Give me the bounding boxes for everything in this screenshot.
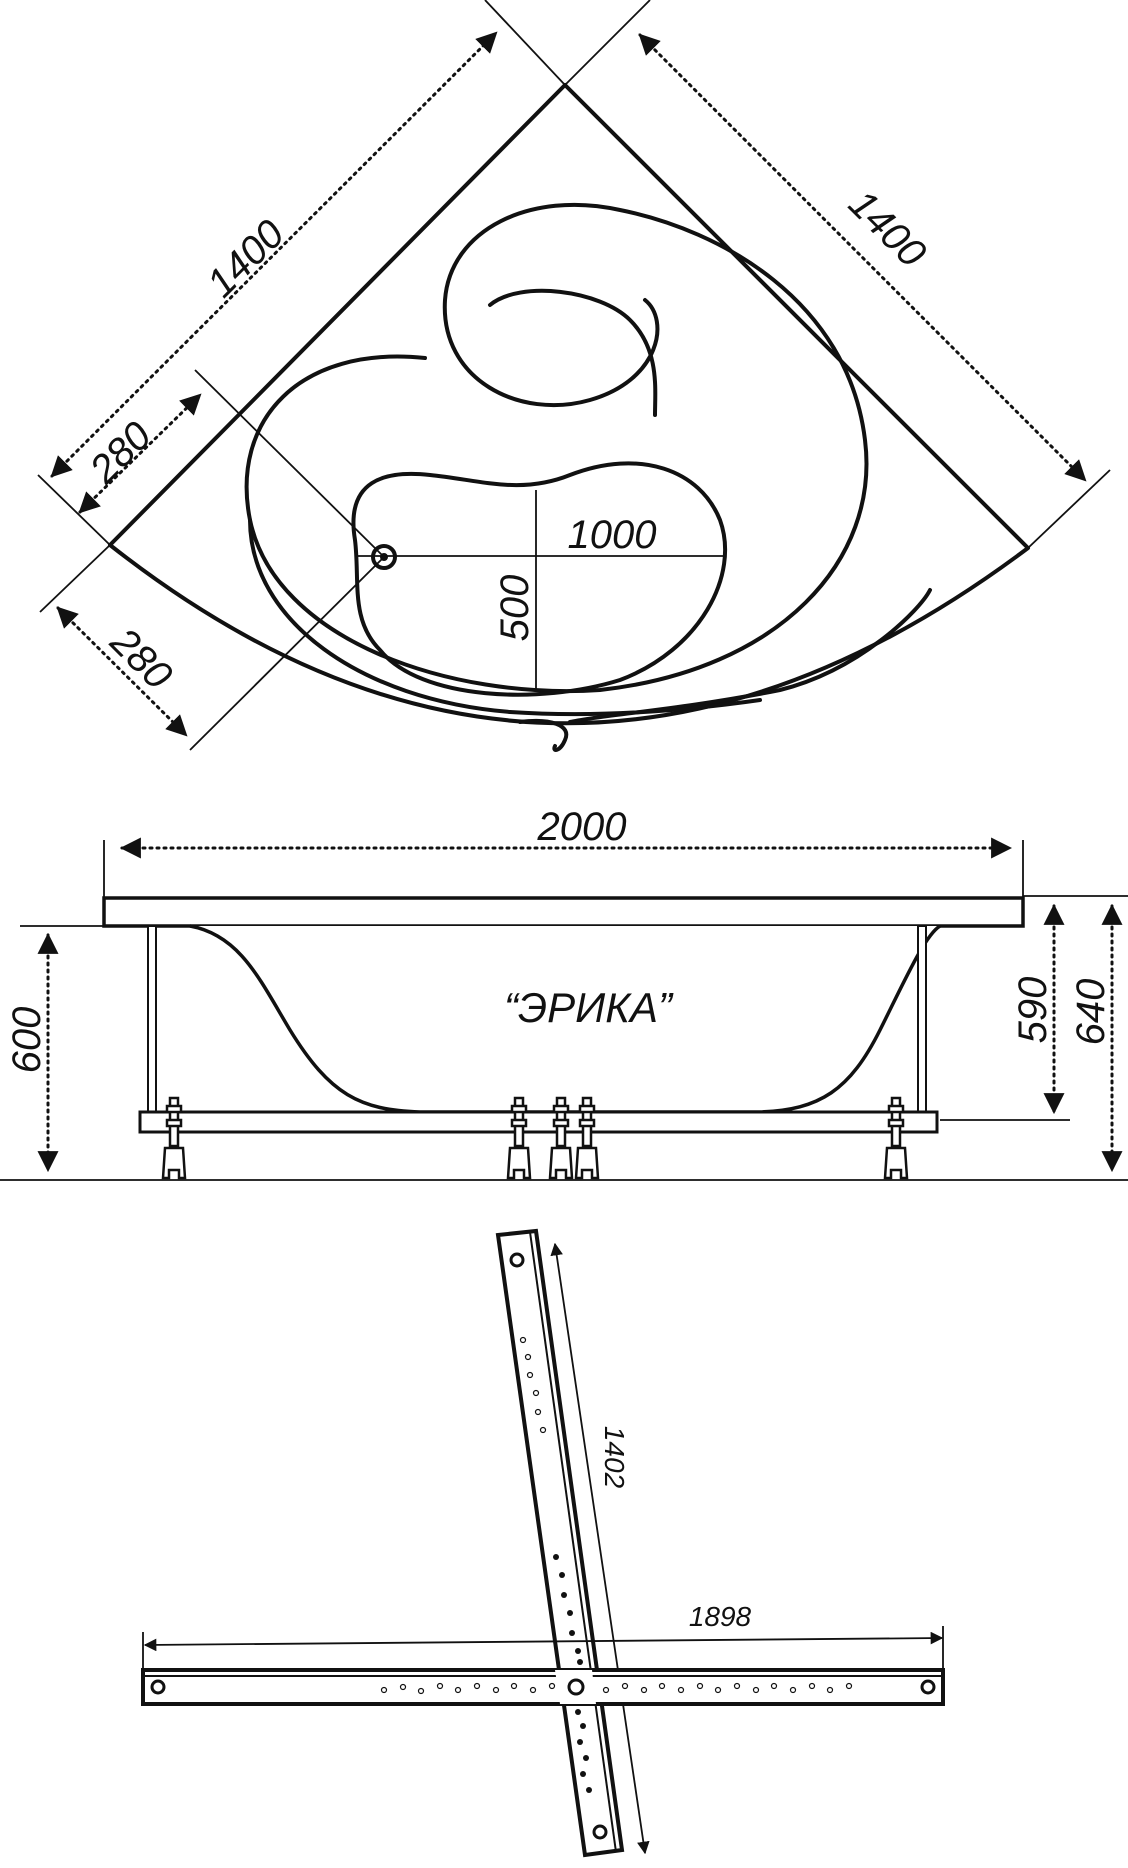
label-seat-length: 1000 [568, 513, 657, 557]
tub-rim [102, 896, 1025, 928]
bolt-icon [920, 1679, 936, 1695]
leg [548, 1096, 574, 1180]
front-view: 2000 “ЭРИКА” 600 590 640 [0, 805, 1128, 1181]
basin-wide-sweep [248, 518, 762, 717]
model-name: “ЭРИКА” [504, 984, 674, 1031]
dim-beam-short [550, 1242, 650, 1855]
drain-leader-lower [189, 556, 385, 751]
label-seat-width: 500 [493, 575, 537, 642]
tub-outline-top [108, 83, 1030, 726]
bolt-icon [150, 1679, 166, 1695]
label-side-right: 1400 [840, 182, 934, 276]
dim-drain-lower [56, 606, 188, 737]
leg [883, 1096, 909, 1180]
basin-spiral-inner [488, 288, 658, 417]
label-height-left: 600 [5, 1007, 49, 1074]
basin-lower-curve [568, 588, 932, 724]
corner-axis-right [1027, 469, 1111, 549]
corner-axis-upper-left [484, 0, 566, 86]
bolt-icon [592, 1824, 608, 1840]
label-drain-lower: 280 [101, 619, 180, 698]
beam-long-holes [380, 1682, 853, 1695]
corner-axis-left [37, 474, 111, 546]
leg [161, 1096, 187, 1180]
label-height-inner: 590 [1011, 977, 1055, 1044]
seat-bowl [351, 461, 728, 697]
support-post-left [147, 925, 157, 1115]
label-side-left: 1400 [199, 212, 293, 306]
corner-axis-upper-right [564, 0, 651, 86]
label-overall-width: 2000 [537, 805, 627, 849]
label-beam-short: 1402 [599, 1426, 630, 1489]
corner-axis-left-lower [39, 544, 111, 613]
frame-view: 1402 1898 [141, 1228, 945, 1858]
adjustable-legs [161, 1096, 909, 1180]
leg [506, 1096, 532, 1180]
leg [574, 1096, 600, 1180]
beam-short-holes [519, 1336, 547, 1434]
dim-drain-upper [78, 393, 202, 514]
drain-leader-upper [194, 369, 385, 558]
dim-beam-long [143, 1631, 944, 1652]
label-drain-upper: 280 [81, 414, 160, 493]
dim-side-right [638, 33, 1087, 482]
label-height-total: 640 [1069, 979, 1113, 1046]
base-frame [138, 1110, 939, 1134]
basin-hook [518, 718, 569, 752]
bolt-icon [509, 1252, 525, 1268]
label-beam-long: 1898 [689, 1601, 752, 1632]
support-post-right [917, 925, 927, 1115]
bolt-icon-center [567, 1678, 585, 1696]
top-view: 1400 1400 280 280 1000 500 [37, 0, 1111, 752]
basin-spiral-outer [244, 202, 869, 693]
beam-short-dots [553, 1554, 592, 1793]
